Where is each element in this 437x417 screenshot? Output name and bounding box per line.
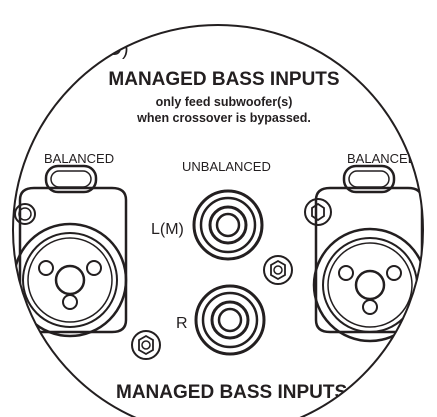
unbalanced-label: UNBALANCED [182,159,271,174]
right-latch-tab [342,164,396,194]
left-jack-ring-outer [13,222,128,338]
subtitle-line-1: only feed subwoofer(s) [156,95,293,109]
right-xlr-pin-3 [362,299,378,315]
rca-left-center [215,212,241,238]
left-mount-screw-inner [18,207,32,221]
right-jack-ring-outer [312,227,423,343]
bottom-left-screw-slot [141,340,151,350]
left-trs-hole [54,264,86,296]
left-combo-jack [13,164,128,338]
right-xlr-pin-1 [338,265,354,281]
rca-left-label: L(M) [151,221,184,238]
right-mount-screw-head [311,202,325,222]
left-balanced-label: BALANCED [44,151,114,166]
rca-right-ring-3 [210,300,250,340]
top-cut-text: NO) [92,38,129,60]
left-mount-screw [14,203,36,225]
bottom-left-screw [131,330,161,360]
bottom-left-screw-head [138,334,154,356]
rca-left-ring-1 [192,189,264,261]
center-screw-head [270,259,286,281]
left-latch-tab [44,164,98,194]
right-xlr-pin-2 [386,265,402,281]
rca-right-ring-2 [201,291,259,349]
left-xlr-pin-3 [62,294,78,310]
section-heading: MANAGED BASS INPUTS [108,69,339,90]
rca-right-center [217,307,243,333]
center-screw [263,255,293,285]
subtitle-line-2: when crossover is bypassed. [136,111,311,125]
left-xlr-pin-1 [38,260,54,276]
rca-left-jack: L(M) [151,189,264,261]
right-combo-jack [304,164,423,343]
rca-left-ring-3 [208,205,248,245]
center-screw-outer [263,255,293,285]
right-jack-ring-inner [327,242,413,328]
left-xlr-pin-2 [86,260,102,276]
rca-right-jack: R [176,284,266,356]
right-latch-inner [348,170,390,188]
left-jack-housing [18,186,128,334]
rca-right-ring-1 [194,284,266,356]
right-balanced-label: BALANCED [347,151,417,166]
center-screw-slot [273,265,283,275]
left-latch-inner [50,170,92,188]
right-jack-ring-mid [322,237,418,333]
rca-left-ring-2 [199,196,257,254]
right-mount-screw [304,198,332,226]
bottom-left-screw-outer [131,330,161,360]
left-jack-ring-inner [27,237,113,323]
right-trs-hole [354,269,386,301]
rca-right-label: R [176,315,188,332]
bottom-section-heading: MANAGED BASS INPUTS [116,382,347,403]
left-jack-ring-mid [22,232,118,328]
